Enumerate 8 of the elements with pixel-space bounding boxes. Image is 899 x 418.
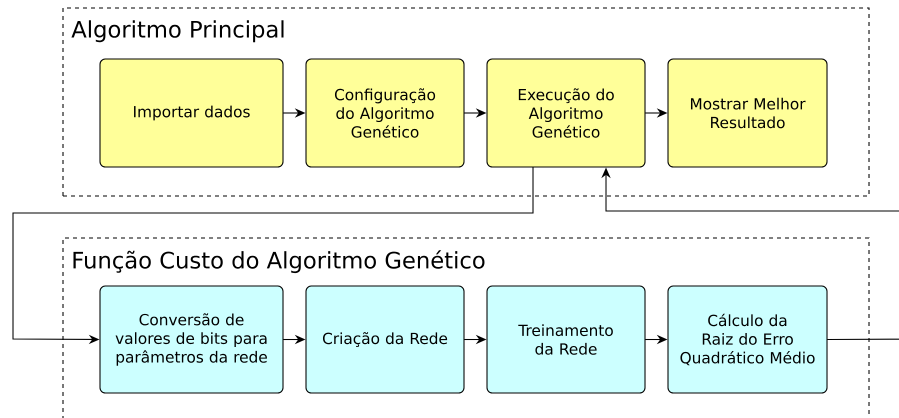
process-box: Execução do Algoritmo Genético xyxy=(486,58,646,168)
process-box: Criação da Rede xyxy=(305,285,465,394)
process-box: Mostrar Melhor Resultado xyxy=(667,58,828,168)
process-box: Importar dados xyxy=(99,58,284,168)
process-box: Configuração do Algoritmo Genético xyxy=(305,58,465,168)
process-box: Cálculo da Raiz do Erro Quadrático Médio xyxy=(667,285,828,394)
process-box: Conversão de valores de bits para parâmetros da rede xyxy=(99,285,284,394)
process-box: Treinamento da Rede xyxy=(486,285,646,394)
